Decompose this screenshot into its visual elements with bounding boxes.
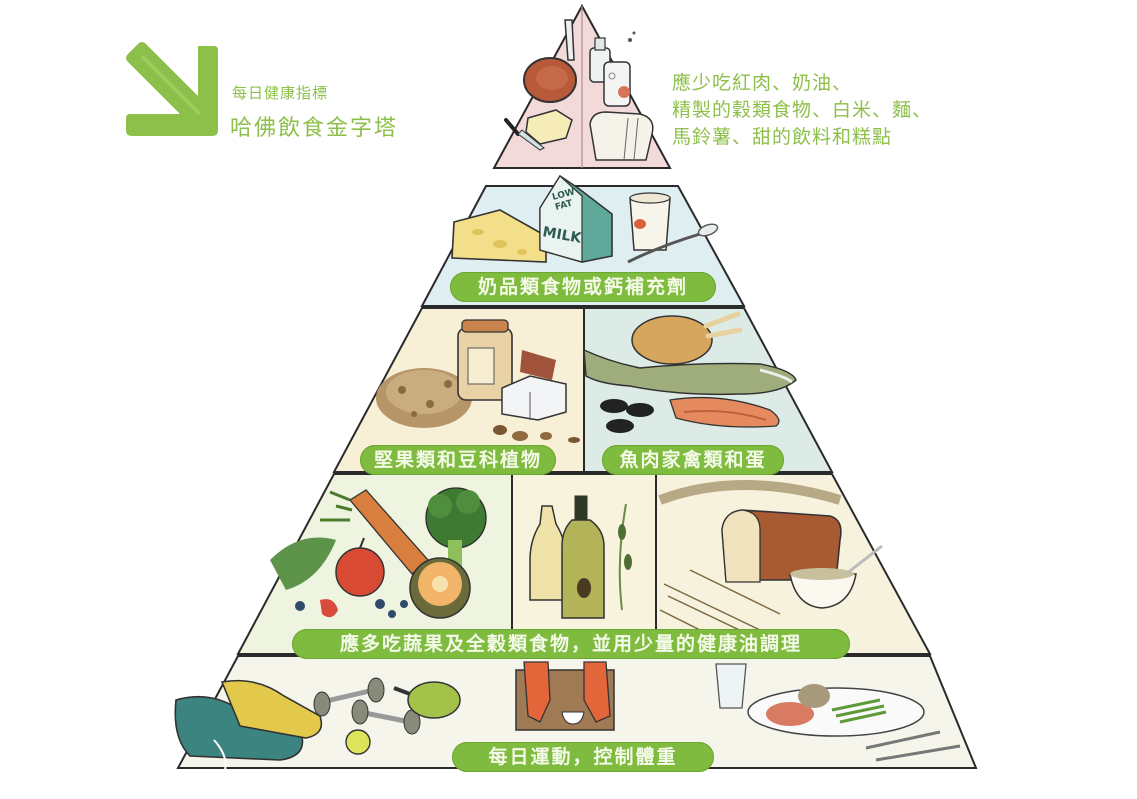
melon-icon	[409, 557, 471, 619]
note-line: 精製的穀類食物、白米、麵、	[672, 99, 933, 121]
note-line: 應少吃紅肉、奶油、	[672, 72, 853, 94]
tier-exercise	[174, 655, 978, 779]
arrow-down-right-icon	[126, 42, 218, 136]
nuts-icon	[376, 368, 472, 428]
dumbbell-icon	[313, 677, 421, 735]
feet-on-scale-icon	[515, 661, 615, 731]
water-glass-icon	[715, 663, 747, 709]
wheat-icon	[658, 480, 842, 505]
bread-loaf-icon	[721, 509, 842, 583]
tofu-icon	[501, 375, 567, 421]
note-line: 馬鈴薯、甜的飲料和糕點	[672, 126, 893, 148]
knife-icon	[504, 118, 545, 151]
olive-oil-bottle-icon	[561, 495, 605, 619]
tier-limit	[492, 3, 672, 169]
peanut-butter-jar-icon	[457, 319, 513, 401]
white-bread-icon	[589, 111, 654, 161]
tennis-ball-icon	[345, 729, 371, 755]
milk-carton-icon: LOW FAT MILK	[539, 174, 613, 263]
milk-carton-fat: FAT	[554, 198, 574, 212]
label-exercise: 每日運動，控制體重	[452, 742, 714, 772]
label-plants-oils-grains: 應多吃蔬果及全穀類食物，並用少量的健康油調理	[292, 629, 850, 659]
red-meat-icon	[523, 19, 577, 103]
salmon-steak-icon	[766, 702, 814, 726]
tier-protein	[332, 307, 834, 473]
grain-stalks-icon	[659, 569, 781, 641]
rice-bowl-icon	[789, 544, 883, 609]
ping-pong-paddle-icon	[393, 681, 461, 719]
olive-branch-icon	[618, 503, 632, 611]
limit-foods-note: 應少吃紅肉、奶油、 精製的穀類食物、白米、麵、 馬鈴薯、甜的飲料和糕點	[672, 70, 932, 151]
berries-icon	[295, 599, 408, 618]
cheese-icon	[451, 209, 547, 263]
butter-icon	[525, 109, 573, 145]
salmon-fillet-icon	[669, 396, 780, 428]
header-title: 哈佛飲食金字塔	[230, 116, 399, 141]
mussels-icon	[600, 399, 654, 433]
label-fish-poultry-eggs: 魚肉家禽類和蛋	[602, 445, 784, 475]
header-subtitle: 每日健康指標	[232, 84, 329, 102]
beans-icon	[493, 350, 580, 443]
fork-and-knife-icon	[865, 730, 961, 762]
soda-can-icon	[603, 31, 636, 107]
leafy-greens-icon	[270, 537, 336, 590]
sneakers-icon	[174, 679, 323, 779]
fish-icon	[583, 348, 797, 396]
green-beans-icon	[831, 698, 887, 724]
plate-icon	[747, 684, 925, 737]
milk-carton-milk: MILK	[541, 224, 583, 247]
roast-chicken-icon	[631, 311, 743, 365]
strawberry-icon	[320, 599, 338, 618]
label-dairy: 奶品類食物或鈣補充劑	[450, 272, 716, 302]
label-nuts-legumes: 堅果類和豆科植物	[360, 445, 556, 475]
apple-icon	[335, 537, 385, 597]
spoon-icon	[627, 223, 719, 264]
tier-plants-oils-grains	[236, 473, 932, 655]
yogurt-cup-icon	[629, 192, 671, 251]
potato-icon	[798, 684, 830, 708]
